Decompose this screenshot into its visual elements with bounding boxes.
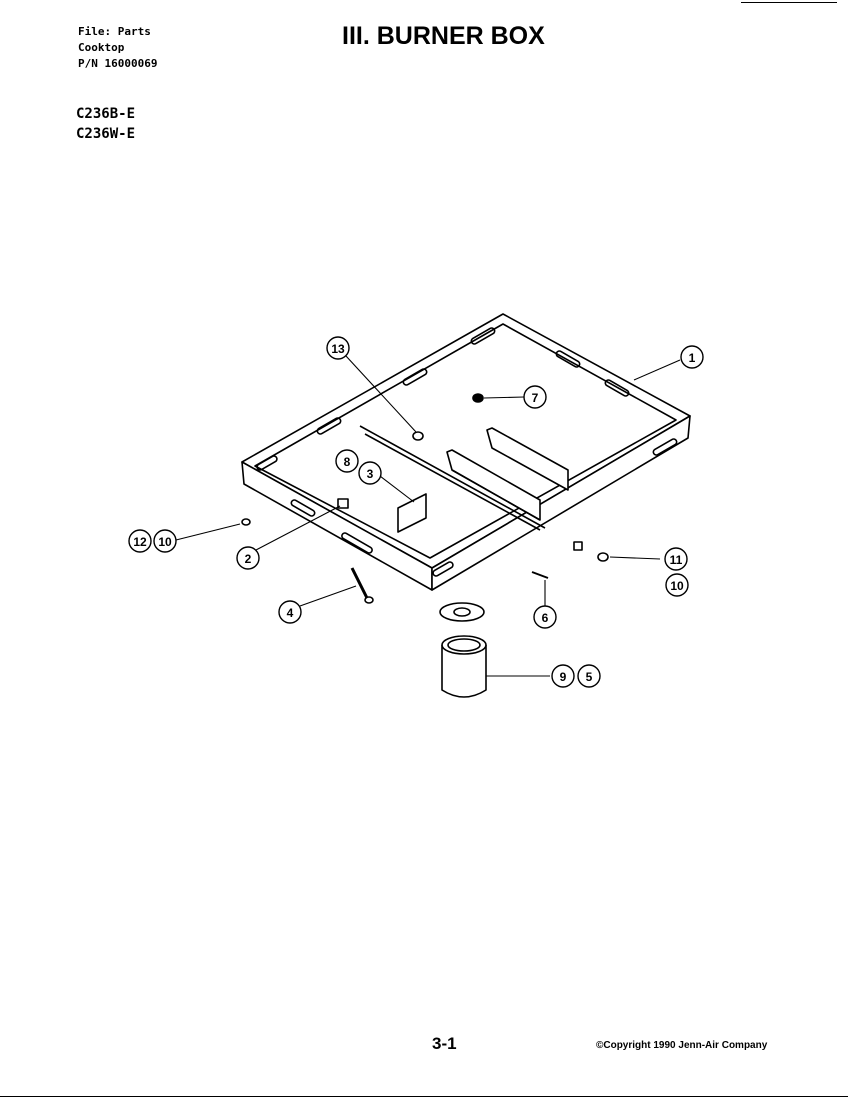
screw-right <box>597 552 609 562</box>
callout-13: 13 <box>331 342 345 356</box>
divider-panel <box>446 449 541 521</box>
grommet <box>472 393 484 403</box>
burner-cup <box>441 645 487 698</box>
callout-10: 10 <box>670 579 684 593</box>
callout-10: 10 <box>158 535 172 549</box>
callout-11: 11 <box>670 553 683 567</box>
product-line: Cooktop <box>78 41 125 54</box>
mounting-bracket <box>397 493 427 533</box>
burner-cap <box>439 602 485 622</box>
clip-nut <box>337 498 349 509</box>
model-number: C236W-E <box>76 126 136 142</box>
bottom-rule <box>0 1096 848 1097</box>
top-rule <box>741 2 837 3</box>
divider-panel <box>486 427 569 491</box>
page-title: III. BURNER BOX <box>342 22 545 50</box>
model-number: C236B-E <box>76 106 136 122</box>
callout-8: 8 <box>344 455 351 469</box>
callout-1: 1 <box>689 351 696 365</box>
callout-5: 5 <box>586 670 593 684</box>
file-line: File: Parts <box>78 25 151 38</box>
spring-clip <box>531 571 549 579</box>
callout-6: 6 <box>542 611 549 625</box>
callout-3: 3 <box>367 467 374 481</box>
file-info: File: Parts Cooktop P/N 16000069 <box>78 24 157 72</box>
burner-box-side-wall <box>431 415 691 591</box>
page-number: 3-1 <box>432 1034 457 1053</box>
burner-box-rim <box>241 313 691 569</box>
screw <box>412 431 424 441</box>
callout-7: 7 <box>532 391 539 405</box>
clip-right <box>573 541 583 551</box>
model-list: C236B-E C236W-E <box>76 104 135 144</box>
long-bolt <box>350 567 370 601</box>
callout-4: 4 <box>287 606 294 620</box>
part-number-line: P/N 16000069 <box>78 57 158 70</box>
screw-left <box>241 518 251 526</box>
callout-12: 12 <box>133 535 147 549</box>
rim-slots <box>256 327 678 577</box>
callout-2: 2 <box>245 552 252 566</box>
callout-9: 9 <box>560 670 567 684</box>
copyright-notice: ©Copyright 1990 Jenn-Air Company <box>596 1040 768 1051</box>
